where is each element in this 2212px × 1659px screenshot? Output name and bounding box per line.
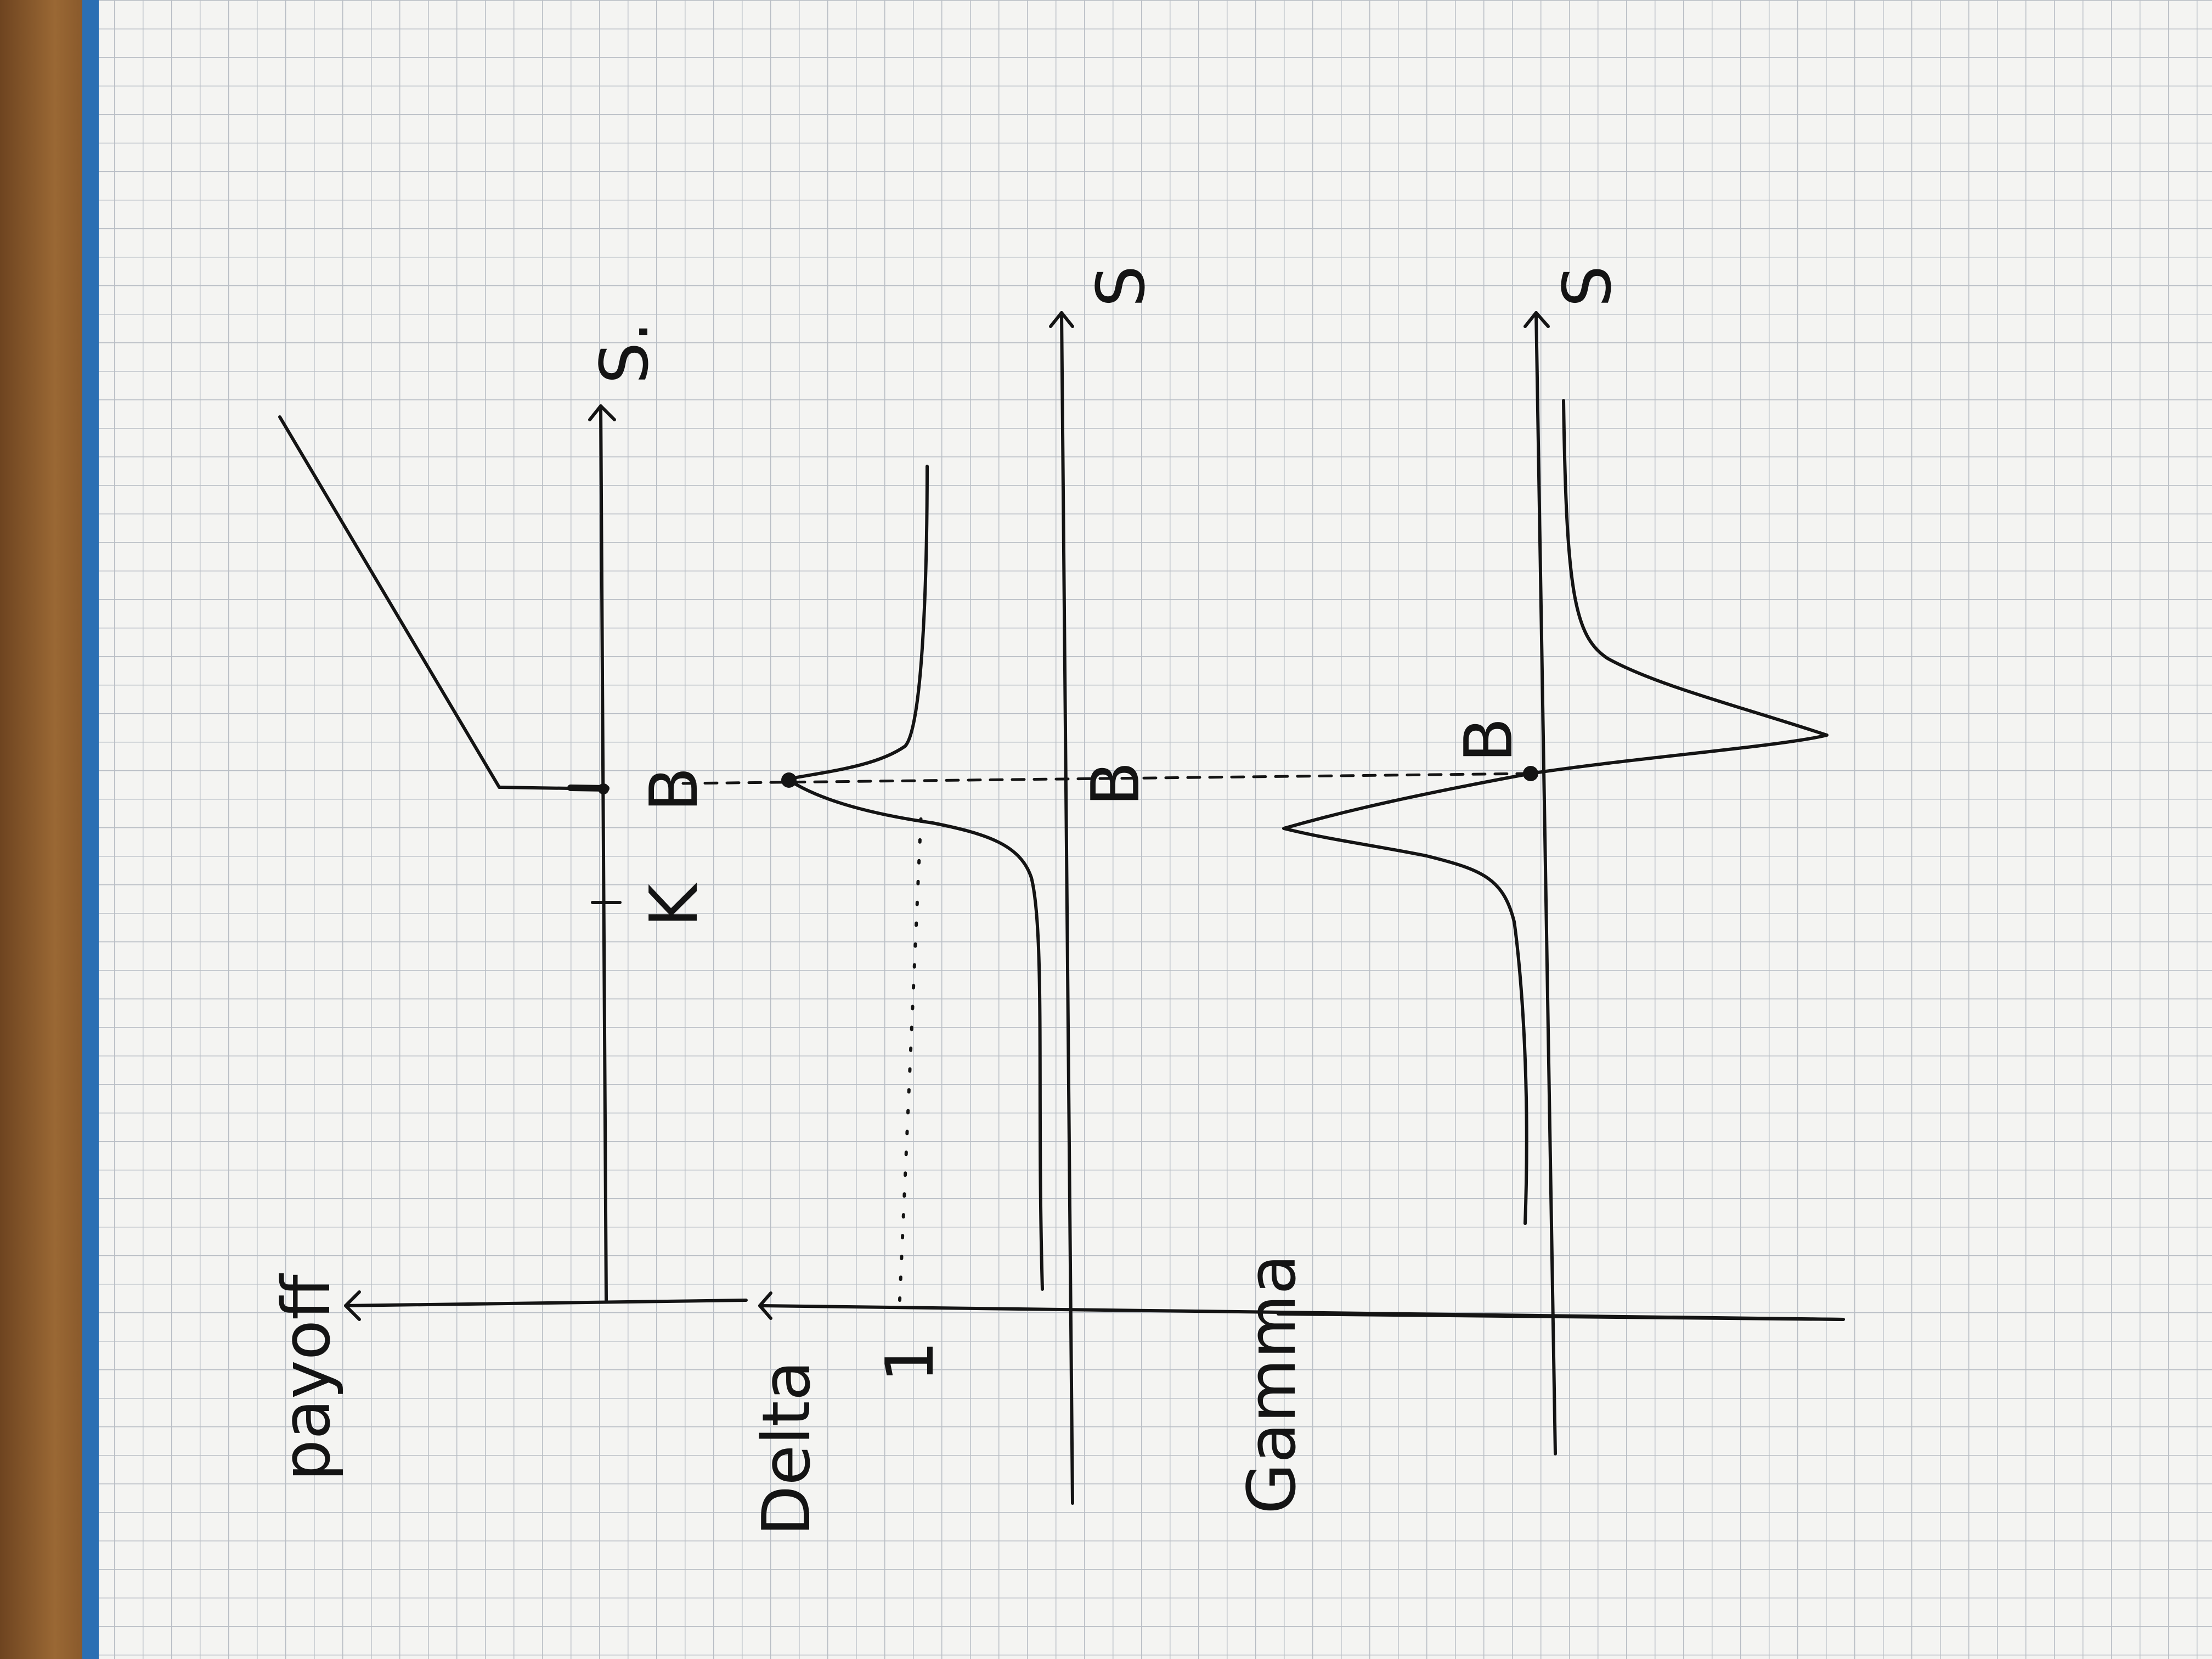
payoff-vertical-axis <box>344 1299 748 1307</box>
grid-lines <box>99 0 2212 1659</box>
delta-barrier-point <box>781 772 797 788</box>
gamma-curve <box>1282 399 1829 1225</box>
delta-label: Delta <box>749 1361 825 1536</box>
delta-curve <box>786 465 1044 1291</box>
payoff-b-label: B <box>636 767 713 812</box>
payoff-curve-linear <box>278 415 501 789</box>
delta-one-level <box>898 799 923 1302</box>
payoff-s-label: S. <box>587 321 663 384</box>
gamma-vertical-axis <box>1277 1312 1845 1321</box>
payoff-s-axis <box>599 404 608 1302</box>
delta-s-label: S <box>1084 266 1160 307</box>
delta-panel: 1 Delta S B <box>749 266 1845 1536</box>
payoff-panel: payoff S. K B <box>269 321 748 1481</box>
gamma-panel: Gamma S B <box>1234 266 1845 1514</box>
delta-s-axis-arrow <box>1049 311 1074 328</box>
gamma-barrier-point <box>1523 766 1538 781</box>
payoff-vertical-axis-arrow <box>344 1290 361 1321</box>
barrier-reference-line <box>681 772 1532 785</box>
gamma-s-axis-arrow <box>1523 311 1550 328</box>
gamma-s-label: S <box>1550 266 1626 307</box>
payoff-label: payoff <box>269 1273 345 1481</box>
delta-s-axis <box>1060 311 1074 1505</box>
payoff-s-axis-arrow <box>588 404 616 421</box>
gamma-s-axis <box>1534 311 1557 1455</box>
gamma-label: Gamma <box>1234 1254 1311 1514</box>
payoff-barrier-point <box>598 783 609 794</box>
delta-vertical-axis-arrow <box>758 1291 772 1320</box>
delta-one-label: 1 <box>872 1341 949 1383</box>
payoff-k-label: K <box>636 882 713 927</box>
gamma-b-label: B <box>1451 718 1527 763</box>
delta-b-label: B <box>1078 761 1154 806</box>
